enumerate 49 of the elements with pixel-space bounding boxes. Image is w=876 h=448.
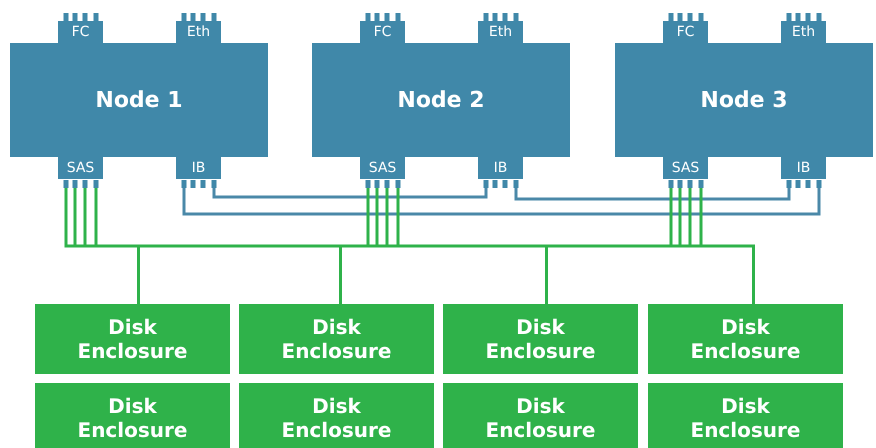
port-connector	[781, 157, 826, 188]
port-connector	[176, 157, 221, 188]
server-label: Node 1	[95, 86, 183, 114]
port-label: Eth	[792, 22, 816, 42]
disk-enclosure-box	[35, 304, 230, 374]
cable-line	[182, 188, 820, 216]
port-label: FC	[676, 22, 694, 42]
port-label: SAS	[672, 158, 700, 178]
port-connector	[58, 157, 103, 188]
disk-enclosure-box	[443, 304, 638, 374]
port-connector	[663, 13, 708, 43]
enclosure-label: Disk Enclosure	[280, 315, 392, 363]
port-connector	[360, 13, 405, 43]
port-connector	[58, 13, 103, 43]
server-box	[615, 43, 873, 157]
port-connector	[478, 157, 523, 188]
enclosure-label: Disk Enclosure	[690, 315, 802, 363]
port-connector	[663, 157, 708, 188]
port-label: FC	[72, 22, 90, 42]
port-label: IB	[796, 158, 810, 178]
server-box	[10, 43, 268, 157]
server-box	[312, 43, 570, 157]
port-connector	[360, 157, 405, 188]
port-connector	[781, 13, 826, 43]
disk-enclosure-box	[35, 383, 230, 448]
cable-line	[514, 188, 790, 200]
port-label: Eth	[186, 22, 210, 42]
disk-enclosure-box	[239, 304, 434, 374]
enclosure-label: Disk Enclosure	[690, 394, 802, 442]
disk-enclosure-box	[443, 383, 638, 448]
disk-enclosure-box	[648, 383, 843, 448]
port-label: FC	[374, 22, 392, 42]
enclosure-label: Disk Enclosure	[76, 315, 188, 363]
enclosure-label: Disk Enclosure	[484, 394, 596, 442]
port-connector	[176, 13, 221, 43]
port-label: IB	[494, 158, 508, 178]
enclosure-label: Disk Enclosure	[484, 315, 596, 363]
port-connector	[478, 13, 523, 43]
disk-enclosure-box	[648, 304, 843, 374]
server-label: Node 2	[397, 86, 485, 114]
enclosure-label: Disk Enclosure	[76, 394, 188, 442]
cable-line	[212, 188, 488, 198]
server-label: Node 3	[700, 86, 788, 114]
port-label: IB	[192, 158, 206, 178]
enclosure-label: Disk Enclosure	[280, 394, 392, 442]
port-label: SAS	[66, 158, 94, 178]
port-label: Eth	[488, 22, 512, 42]
disk-enclosure-box	[239, 383, 434, 448]
port-label: SAS	[368, 158, 396, 178]
